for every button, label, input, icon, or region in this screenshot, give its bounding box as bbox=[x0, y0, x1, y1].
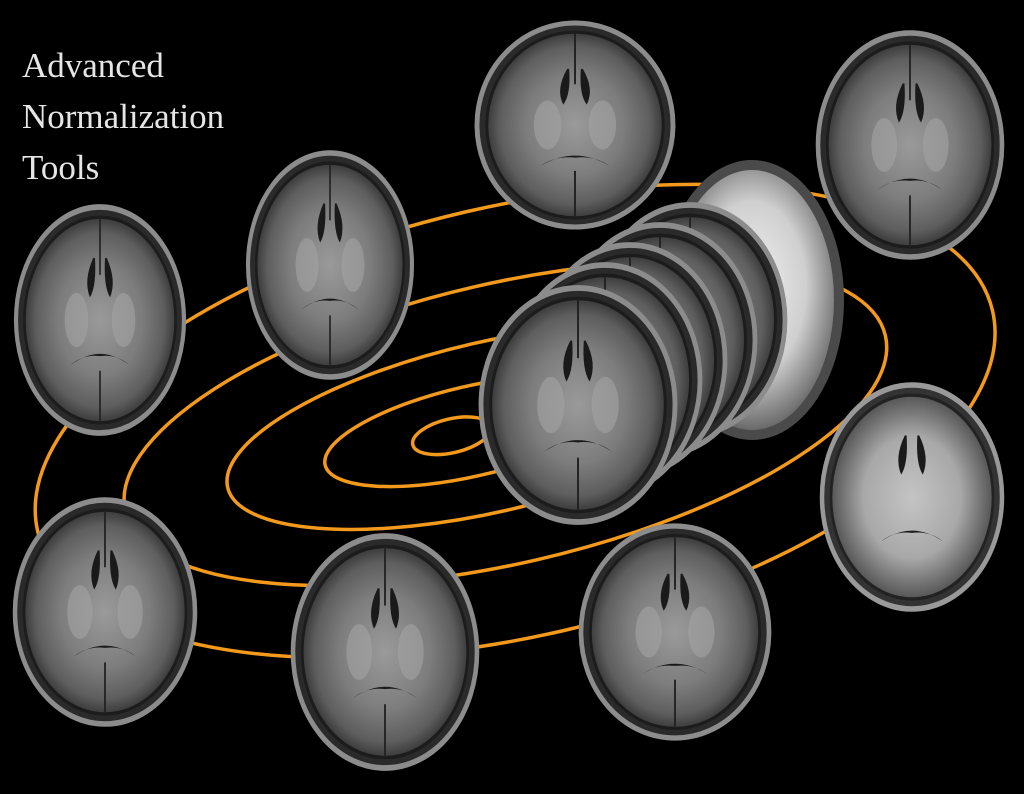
title-line-2: Normalization bbox=[22, 97, 225, 136]
brain-slices bbox=[15, 23, 1002, 768]
brain-slice-8 bbox=[581, 526, 769, 738]
orbit-ring-5 bbox=[33, 182, 997, 660]
title-line-1: Advanced bbox=[22, 46, 164, 85]
brain-slice-5-bright bbox=[819, 382, 1005, 612]
brain-slice-2 bbox=[248, 153, 412, 377]
brain-slice-4 bbox=[818, 33, 1002, 257]
brain-slice-7 bbox=[293, 536, 477, 768]
title-text: Advanced Normalization Tools bbox=[22, 40, 224, 193]
brain-slice-3 bbox=[477, 23, 673, 227]
brain-slice-1 bbox=[16, 207, 184, 433]
title-line-3: Tools bbox=[22, 148, 100, 187]
brain-slice-6 bbox=[15, 500, 195, 724]
stack-slice-5 bbox=[481, 288, 675, 522]
template-stack bbox=[481, 160, 844, 522]
